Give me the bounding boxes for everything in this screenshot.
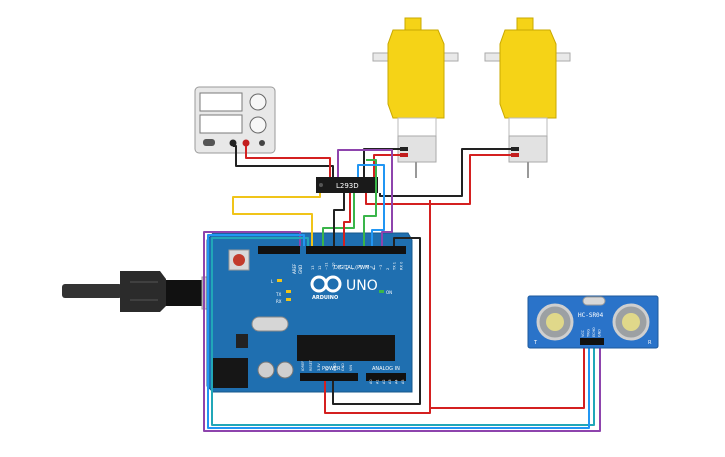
sensor-pin-label: GND [598, 329, 602, 337]
l-label: L [271, 279, 274, 284]
sensor-corner-right: R [648, 340, 652, 346]
wire-green-a[interactable] [322, 193, 355, 246]
power-pin-label: GND [341, 363, 345, 371]
l293d-driver[interactable]: L293D [316, 177, 378, 193]
wire-green-b[interactable] [363, 159, 377, 246]
power-pin-label: RESET [309, 359, 313, 371]
digital-pin-label: ~9 [338, 264, 342, 270]
digital-pin-label: 7 [352, 268, 356, 270]
atmega-chip [297, 335, 395, 361]
power-pin-label: VIN [349, 365, 353, 371]
analog-pin-label: A5 [401, 380, 405, 384]
digital-pin-label: TX 1 [393, 262, 397, 271]
motor-left-terminal-a[interactable] [400, 147, 408, 151]
wire-black-motor-right[interactable] [379, 148, 511, 197]
motor-left-terminal-b[interactable] [400, 153, 408, 157]
sensor-label: HC-SR04 [578, 312, 604, 319]
arduino-logo-icon [310, 275, 342, 293]
wire-red-vcc[interactable] [343, 193, 351, 246]
digital-pin-label: ~6 [359, 264, 363, 270]
sensor-pin-label: ECHO [592, 327, 596, 337]
board-brand: ARDUINO [312, 295, 338, 301]
digital-pin-label: 12 [318, 265, 322, 270]
wire-black-supply[interactable] [233, 145, 334, 177]
digital-pin-label: 2 [386, 268, 390, 270]
digital-header-label: DIGITAL (PWM~) [334, 265, 376, 271]
wire-red-5v-rail[interactable] [324, 200, 431, 414]
power-pin-labels: IOREF RESET 3.3V 5V GND GND VIN [301, 359, 353, 371]
digital-pin-label: ~11 [325, 262, 329, 270]
wire-black-ground-rail[interactable] [332, 237, 421, 405]
gnd-label: GND [298, 265, 303, 274]
analog-pin-label: A4 [395, 380, 399, 384]
digital-pin-label: ~5 [365, 265, 369, 270]
arduino-uno[interactable]: UNO ARDUINO DIGITAL (PWM~) POWER ANALOG … [206, 232, 413, 393]
crystal-oscillator [251, 316, 289, 332]
on-label: ON [386, 290, 392, 295]
tx-label: TX [275, 292, 281, 297]
sensor-pin-label: VCC [581, 329, 585, 337]
digital-pin-label: ~3 [379, 265, 383, 270]
rx-label: RX [276, 299, 282, 304]
analog-pin-label: A0 [369, 380, 373, 384]
power-pin-label: IOREF [301, 361, 305, 371]
power-jack[interactable] [212, 358, 248, 388]
power-supply[interactable] [194, 86, 276, 154]
power-pin-label: 5V [325, 366, 329, 371]
supply-negative-terminal[interactable] [229, 139, 237, 147]
wire-red-supply[interactable] [245, 146, 331, 177]
wire-red-motor-right[interactable] [365, 154, 511, 205]
wire-purple-a[interactable] [337, 149, 393, 246]
wire-red-sensor-vcc[interactable] [430, 345, 585, 409]
sensor-corner-left: T [533, 340, 538, 346]
digital-pin-label: RX 0 [399, 261, 403, 270]
digital-pin-label: 13 [311, 265, 315, 270]
digital-pin-label: ~10 [331, 262, 335, 270]
supply-positive-terminal[interactable] [242, 139, 250, 147]
driver-ic-label: L293D [336, 182, 359, 190]
current-knob-icon[interactable] [249, 116, 267, 134]
analog-header-label: ANALOG IN [372, 366, 400, 372]
power-pin-label: GND [333, 363, 337, 371]
power-header-label: POWER [322, 366, 341, 372]
wire-yellow[interactable] [232, 193, 321, 246]
dc-motor-left[interactable] [372, 17, 459, 178]
motor-right-terminal-a[interactable] [511, 147, 519, 151]
wire-blue-sensor[interactable] [207, 234, 590, 429]
power-pin-label: 3.3V [317, 363, 321, 371]
motor-right-terminal-b[interactable] [511, 153, 519, 157]
analog-pin-label: A1 [375, 380, 379, 384]
digital-pin-label: 8 [345, 267, 349, 270]
aref-label: AREF [292, 263, 297, 274]
voltage-knob-icon[interactable] [249, 93, 267, 111]
wire-black-gnd[interactable] [333, 193, 345, 246]
sensor-pin-label: TRIG [587, 329, 591, 338]
analog-pin-label: A3 [388, 380, 392, 384]
wire-black-motor-left[interactable] [363, 148, 400, 177]
wires [203, 145, 601, 432]
analog-pin-label: A2 [382, 380, 386, 384]
wire-teal-sensor[interactable] [211, 237, 595, 426]
digital-pin-label: 4 [372, 267, 376, 270]
board-logo: UNO [346, 278, 378, 294]
wire-blue[interactable] [357, 164, 385, 246]
